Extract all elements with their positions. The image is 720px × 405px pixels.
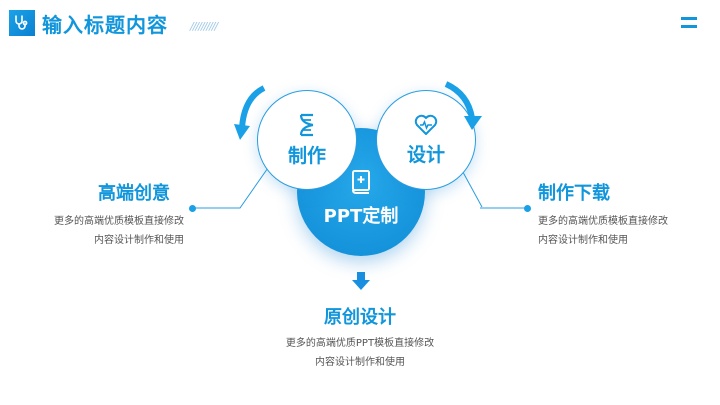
page-title: 输入标题内容 — [42, 13, 168, 37]
right-section-title: 制作下载 — [538, 183, 610, 204]
right-section-desc: 更多的高端优质模板直接修改 内容设计制作和使用 — [538, 216, 668, 246]
stethoscope-icon — [9, 10, 35, 36]
curved-arrow-left-icon — [234, 85, 266, 140]
curved-arrow-right-icon — [444, 81, 482, 130]
left-section-title: 高端创意 — [98, 183, 170, 204]
down-arrow-icon — [352, 272, 370, 290]
right-circle-label: 设计 — [406, 143, 445, 166]
left-connector-dot — [189, 205, 196, 212]
center-label: PPT定制 — [323, 206, 399, 227]
decorative-slashes: ////////// — [190, 20, 218, 33]
right-circle: 设计 — [376, 90, 476, 190]
right-connector-dot — [524, 205, 531, 212]
bottom-section-desc: 更多的高端优质PPT模板直接修改 内容设计制作和使用 — [285, 338, 435, 368]
left-circle-label: 制作 — [287, 144, 326, 167]
bottom-section-title: 原创设计 — [324, 307, 396, 328]
book-plus-icon — [352, 170, 370, 194]
left-circle: 制作 — [257, 90, 357, 190]
heart-pulse-icon — [414, 114, 438, 135]
dna-icon — [299, 113, 314, 136]
menu-icon[interactable] — [681, 17, 697, 29]
left-section-desc: 更多的高端优质模板直接修改 内容设计制作和使用 — [54, 216, 184, 246]
